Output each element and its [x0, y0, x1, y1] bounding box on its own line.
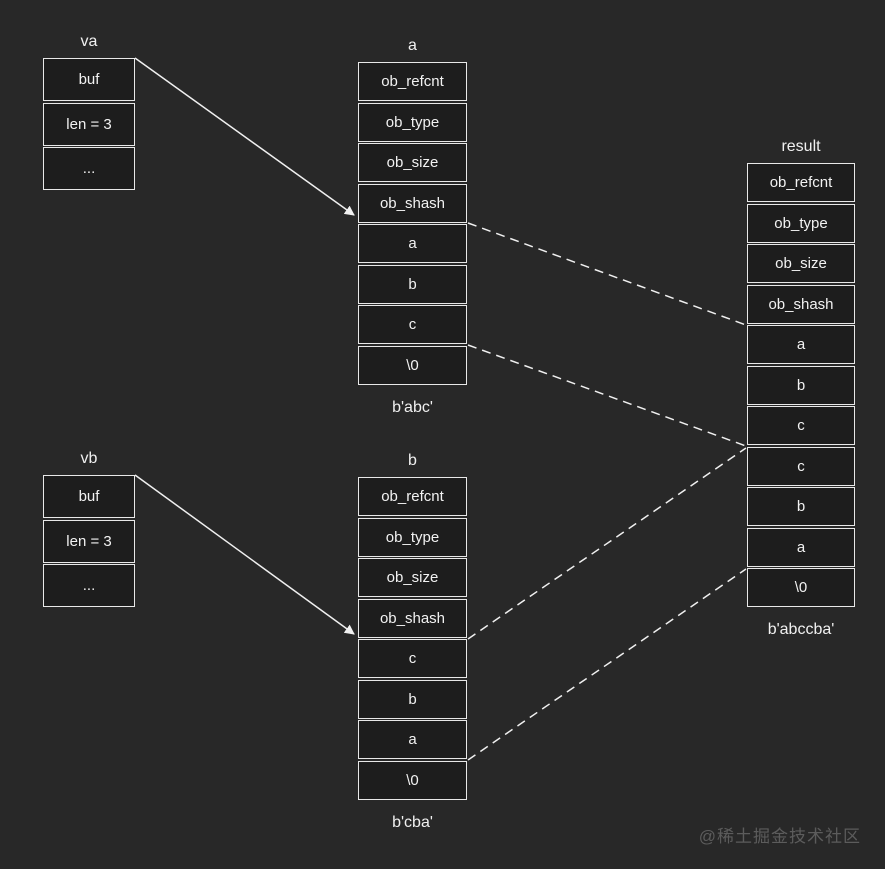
- b-cell-null-terminator: \0: [358, 760, 467, 800]
- result-cell-byte-c1: c: [747, 406, 855, 445]
- struct-vb-label: vb: [80, 450, 98, 467]
- va-cell-ellipsis: ...: [43, 147, 135, 190]
- watermark: @稀土掘金技术社区: [698, 827, 861, 846]
- struct-a-label: a: [408, 37, 417, 54]
- b-cell-ob-size: ob_size: [358, 558, 467, 597]
- a-cell-ob-type: ob_type: [358, 102, 467, 142]
- vb-cell-len: len = 3: [43, 519, 135, 563]
- struct-result-caption: b'abccba': [767, 621, 835, 638]
- a-cell-ob-refcnt: ob_refcnt: [358, 62, 467, 101]
- struct-vb-cells: buf len = 3 ...: [43, 475, 135, 607]
- result-cell-ob-size: ob_size: [747, 244, 855, 283]
- va-cell-buf: buf: [43, 58, 135, 101]
- vb-cell-ellipsis: ...: [43, 564, 135, 607]
- a-cell-byte-c: c: [358, 305, 467, 344]
- struct-result-label: result: [781, 138, 821, 155]
- b-cell-ob-type: ob_type: [358, 517, 467, 557]
- b-cell-ob-shash: ob_shash: [358, 598, 467, 638]
- b-cell-byte-b: b: [358, 679, 467, 719]
- struct-b: b ob_refcnt ob_type ob_size ob_shash c b…: [358, 447, 467, 832]
- b-cell-byte-a: a: [358, 720, 467, 759]
- result-cell-byte-a2: a: [747, 527, 855, 567]
- arrow-va-buf-to-a-data: [134, 57, 355, 216]
- struct-b-caption: b'cba': [392, 813, 433, 831]
- struct-result-cells: ob_refcnt ob_type ob_size ob_shash a b c…: [747, 163, 855, 607]
- dashed-line-a-data-end-to-result: [467, 344, 747, 447]
- result-cell-null-terminator: \0: [747, 568, 855, 607]
- va-cell-len: len = 3: [43, 102, 135, 146]
- struct-a: a ob_refcnt ob_type ob_size ob_shash a b…: [358, 32, 467, 417]
- dashed-line-a-data-start-to-result: [467, 222, 747, 326]
- result-cell-byte-c2: c: [747, 446, 855, 486]
- struct-va-label: va: [80, 33, 98, 50]
- a-cell-ob-size: ob_size: [358, 143, 467, 182]
- result-cell-ob-shash: ob_shash: [747, 284, 855, 324]
- a-cell-ob-shash: ob_shash: [358, 183, 467, 223]
- result-cell-byte-a1: a: [747, 325, 855, 364]
- struct-a-caption: b'abc': [392, 398, 433, 416]
- result-cell-byte-b1: b: [747, 365, 855, 405]
- b-cell-ob-refcnt: ob_refcnt: [358, 477, 467, 516]
- struct-vb: vb buf len = 3 ...: [43, 445, 135, 607]
- vb-cell-buf: buf: [43, 475, 135, 518]
- dashed-line-b-data-start-to-result: [467, 447, 747, 640]
- arrow-vb-buf-to-b-data: [134, 474, 355, 635]
- struct-result: result ob_refcnt ob_type ob_size ob_shas…: [747, 133, 855, 639]
- b-cell-byte-c: c: [358, 639, 467, 678]
- a-cell-byte-a: a: [358, 224, 467, 263]
- a-cell-null-terminator: \0: [358, 345, 467, 385]
- struct-b-label: b: [408, 452, 417, 469]
- struct-b-cells: ob_refcnt ob_type ob_size ob_shash c b a…: [358, 477, 467, 800]
- struct-a-cells: ob_refcnt ob_type ob_size ob_shash a b c…: [358, 62, 467, 385]
- struct-va: va buf len = 3 ...: [43, 28, 135, 190]
- struct-va-cells: buf len = 3 ...: [43, 58, 135, 190]
- a-cell-byte-b: b: [358, 264, 467, 304]
- result-cell-ob-refcnt: ob_refcnt: [747, 163, 855, 202]
- result-cell-byte-b2: b: [747, 487, 855, 526]
- result-cell-ob-type: ob_type: [747, 203, 855, 243]
- dashed-line-b-data-end-to-result: [467, 568, 747, 761]
